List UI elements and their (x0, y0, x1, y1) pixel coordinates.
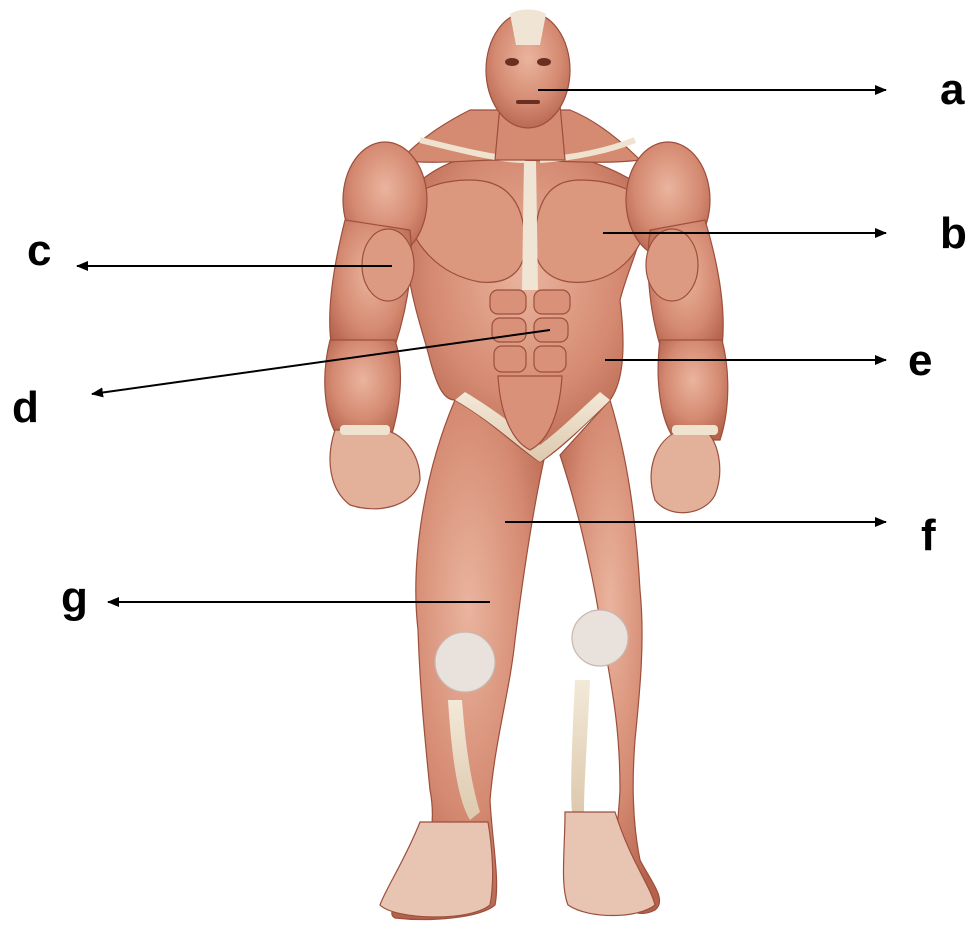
label-b: b (940, 209, 967, 258)
scalp-tendon (510, 10, 546, 46)
sternum (522, 160, 538, 290)
label-a: a (940, 65, 965, 114)
right-bicep (646, 229, 698, 301)
label-e: e (908, 336, 932, 385)
left-wrist-band (340, 425, 390, 435)
right-knee (572, 610, 628, 666)
right-shin-tendon (571, 680, 590, 812)
muscle-figure (325, 10, 728, 920)
label-f: f (921, 511, 936, 560)
right-hand (651, 430, 720, 513)
left-knee (435, 632, 495, 692)
right-wrist-band (672, 425, 718, 435)
left-foot (380, 822, 493, 917)
label-g: g (61, 573, 88, 622)
label-c: c (27, 226, 51, 275)
left-hand (330, 430, 420, 509)
label-d: d (12, 383, 39, 432)
